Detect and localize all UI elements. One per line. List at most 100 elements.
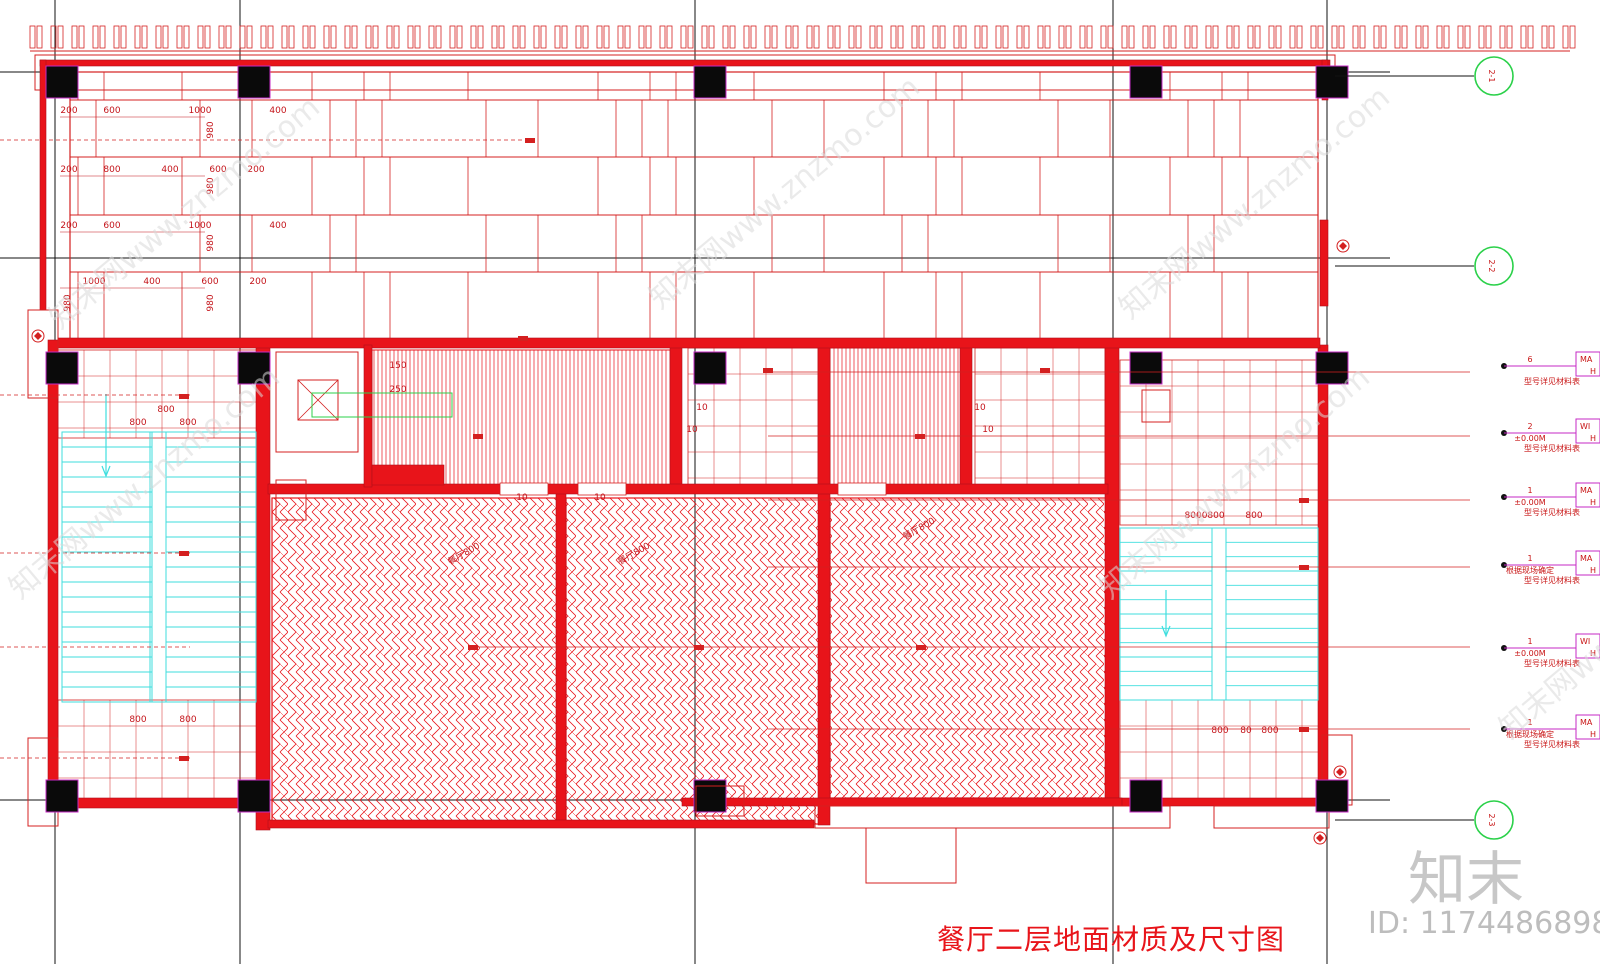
dimension-tick <box>764 25 771 49</box>
tag-elevation: ±0.00M <box>1514 434 1546 443</box>
dimension-tick <box>204 25 211 49</box>
tile-grid <box>69 71 1319 341</box>
dimension-tick <box>365 25 372 49</box>
row-height-label: 980 <box>63 294 73 311</box>
stair-well <box>1211 527 1227 701</box>
stair-arrow-head <box>101 465 111 478</box>
wall-segment <box>1319 219 1329 307</box>
tag-box <box>1575 714 1600 740</box>
dimension-tick <box>78 25 85 49</box>
dimension-tick <box>330 25 337 49</box>
stair-dimension: 800 <box>179 418 196 428</box>
door-opening <box>499 482 549 496</box>
row-height-label: 980 <box>206 294 216 311</box>
dimension-tick <box>1415 25 1422 49</box>
dimension-tick <box>1520 25 1527 49</box>
tag-code: MA <box>1580 554 1593 563</box>
dimension-tick <box>666 25 673 49</box>
row-height-label: 980 <box>206 177 216 194</box>
section-marker <box>473 434 483 439</box>
dimension-tick <box>1233 25 1240 49</box>
dimension-tick <box>1275 25 1282 49</box>
dimension-label: 200 <box>247 165 264 175</box>
dimension-tick <box>288 25 295 49</box>
dimension-tick <box>561 25 568 49</box>
wall-segment <box>39 59 47 311</box>
niche <box>695 785 745 817</box>
dimension-label: 200 <box>249 277 266 287</box>
dimension-tick <box>848 25 855 49</box>
niche <box>1141 389 1171 423</box>
dimension-tick <box>1289 25 1296 49</box>
dimension-label: 400 <box>161 165 178 175</box>
stair-dimension: 800 <box>1207 511 1224 521</box>
tag-number: 1 <box>1527 637 1532 646</box>
section-marker <box>1299 498 1309 503</box>
dimension-tick <box>575 25 582 49</box>
dimension-tick <box>596 25 603 49</box>
structural-column <box>45 65 79 99</box>
dimension-tick <box>372 25 379 49</box>
tag-number: 1 <box>1527 554 1532 563</box>
tag-box <box>1575 633 1600 659</box>
dimension-tick <box>449 25 456 49</box>
niche <box>275 479 307 521</box>
dimension-label: 200 <box>60 165 77 175</box>
dimension-tick <box>1401 25 1408 49</box>
dimension-tick <box>1184 25 1191 49</box>
dimension-tick <box>743 25 750 49</box>
structural-column <box>1315 65 1349 99</box>
elevation-marker-fill <box>1316 834 1324 842</box>
dimension-tick <box>1205 25 1212 49</box>
tag-code: H <box>1590 730 1596 739</box>
tag-number: 1 <box>1527 486 1532 495</box>
dimension-tick <box>162 25 169 49</box>
structural-column <box>1129 779 1163 813</box>
watermark-text: 知末网www.znzmo.com <box>43 90 327 336</box>
dimension-tick <box>260 25 267 49</box>
tag-box <box>1575 550 1600 576</box>
dimension-tick <box>1212 25 1219 49</box>
dimension-tick <box>890 25 897 49</box>
dimension-tick <box>1247 25 1254 49</box>
dimension-tick <box>1121 25 1128 49</box>
elevation-marker <box>1313 831 1327 845</box>
stair-dimension: 800 <box>129 418 146 428</box>
wall-segment <box>57 337 1321 349</box>
tag-box <box>1575 482 1600 508</box>
dimension-tick <box>701 25 708 49</box>
detail-dimension: 10 <box>516 493 528 503</box>
dimension-tick <box>141 25 148 49</box>
door-opening <box>837 482 887 496</box>
dimension-tick <box>1058 25 1065 49</box>
stair-dimension: 800 <box>1211 726 1228 736</box>
axis-bubble <box>1474 246 1514 286</box>
wall-segment <box>681 797 1123 807</box>
structural-column <box>45 351 79 385</box>
dimension-tick <box>71 25 78 49</box>
tag-number: 6 <box>1527 355 1532 364</box>
detail-dimension: 10 <box>594 493 606 503</box>
wall-segment <box>959 344 973 486</box>
tag-note: 型号详见材料表 <box>1524 376 1580 386</box>
axis-bubble <box>1474 800 1514 840</box>
dimension-tick <box>1170 25 1177 49</box>
dimension-tick <box>722 25 729 49</box>
dimension-tick <box>1310 25 1317 49</box>
dimension-tick <box>617 25 624 49</box>
dimension-tick <box>1499 25 1506 49</box>
tag-code: H <box>1590 566 1596 575</box>
brand-id: ID: 1174486898 <box>1368 906 1600 941</box>
elevation-marker <box>1336 239 1350 253</box>
dimension-label: 600 <box>201 277 218 287</box>
dimension-tick <box>645 25 652 49</box>
tag-note: 型号详见材料表 <box>1524 575 1580 585</box>
dimension-tick <box>99 25 106 49</box>
dimension-tick <box>1037 25 1044 49</box>
dimension-tick <box>1359 25 1366 49</box>
dimension-tick <box>1191 25 1198 49</box>
green-outline <box>311 392 453 418</box>
dimension-tick <box>918 25 925 49</box>
dimension-tick <box>302 25 309 49</box>
